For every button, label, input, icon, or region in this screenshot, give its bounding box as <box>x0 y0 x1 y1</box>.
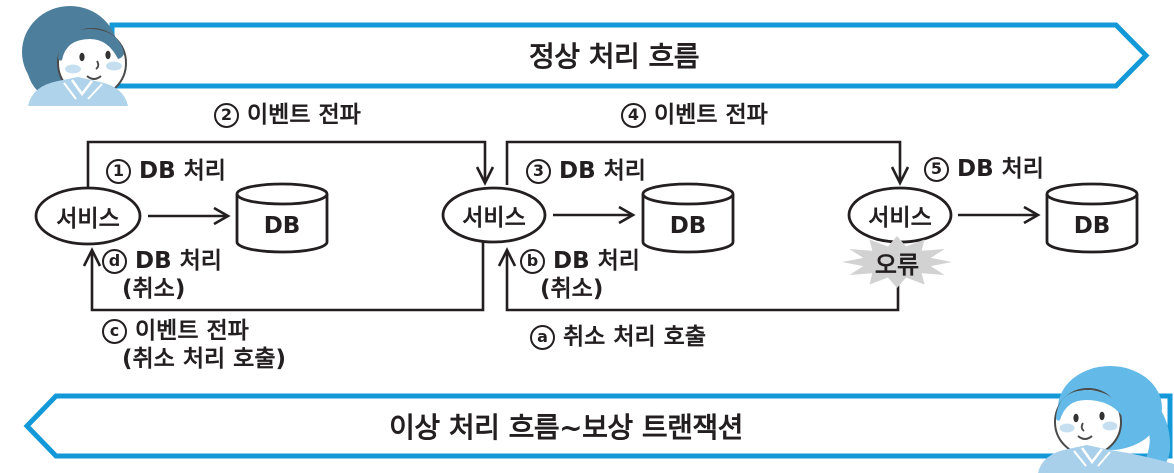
flow-label-step2: 2 이벤트 전파 <box>214 101 361 129</box>
step-a-text: 취소 처리 호출 <box>563 324 706 350</box>
db2-cylinder <box>641 182 735 254</box>
error-label: 오류 <box>874 250 920 279</box>
flow-label-step-b: b DB 처리 (취소) <box>520 247 640 303</box>
step1-text: DB 처리 <box>139 158 226 184</box>
step3-text: DB 처리 <box>559 158 646 184</box>
step-c-badge: c <box>102 318 127 344</box>
flow-label-step1: 1 DB 처리 <box>106 157 226 185</box>
step-b-text: DB 처리 <box>553 248 640 274</box>
flow-label-step-c: c 이벤트 전파 (취소 처리 호출) <box>102 317 286 373</box>
service1-label: 서비스 <box>56 206 120 232</box>
service1-db-arrow <box>148 206 231 226</box>
step2-text: 이벤트 전파 <box>247 102 361 128</box>
service1-ellipse <box>34 186 142 246</box>
step-d-subtext: (취소) <box>122 276 186 302</box>
flow-arrow-step4 <box>505 140 910 186</box>
step-c-subtext: (취소 처리 호출) <box>122 346 286 372</box>
step-c-text: 이벤트 전파 <box>135 318 249 344</box>
error-burst-icon <box>842 236 952 288</box>
service2-db-arrow <box>553 205 636 225</box>
step-a-badge: a <box>530 324 555 350</box>
db1-label: DB <box>263 213 301 239</box>
top-banner-title: 정상 처리 흐름 <box>528 40 700 73</box>
db3-label: DB <box>1073 213 1111 239</box>
db2-label: DB <box>669 213 707 239</box>
service3-label: 서비스 <box>868 205 932 231</box>
flow-label-step-d: d DB 처리 (취소) <box>102 247 222 303</box>
step4-text: 이벤트 전파 <box>654 102 768 128</box>
flow-label-step5: 5 DB 처리 <box>924 155 1044 183</box>
step1-badge: 1 <box>106 158 131 184</box>
step-d-badge: d <box>102 248 127 274</box>
step-b-subtext: (취소) <box>540 276 604 302</box>
flow-label-step4: 4 이벤트 전파 <box>621 101 768 129</box>
service2-label: 서비스 <box>462 205 526 231</box>
flow-arrow-step2 <box>86 140 495 189</box>
bottom-banner-title: 이상 처리 흐름~보상 트랜잭션 <box>389 410 743 444</box>
flow-lines <box>82 140 1041 312</box>
flow-arrow-step-c <box>82 242 485 312</box>
db3-cylinder <box>1045 182 1139 254</box>
service2-ellipse <box>441 186 547 244</box>
flow-label-step3: 3 DB 처리 <box>526 157 646 185</box>
person-icon-bottom-right <box>1038 366 1174 473</box>
flow-label-step-a: a 취소 처리 호출 <box>530 323 706 351</box>
service3-db-arrow <box>958 205 1041 225</box>
db1-cylinder <box>235 182 329 254</box>
step-b-badge: b <box>520 248 545 274</box>
step5-badge: 5 <box>924 156 949 182</box>
step-d-text: DB 처리 <box>135 248 222 274</box>
step5-text: DB 처리 <box>957 156 1044 182</box>
step3-badge: 3 <box>526 158 551 184</box>
step2-badge: 2 <box>214 102 239 128</box>
person-icon-top-left <box>22 6 128 106</box>
step4-badge: 4 <box>621 102 646 128</box>
